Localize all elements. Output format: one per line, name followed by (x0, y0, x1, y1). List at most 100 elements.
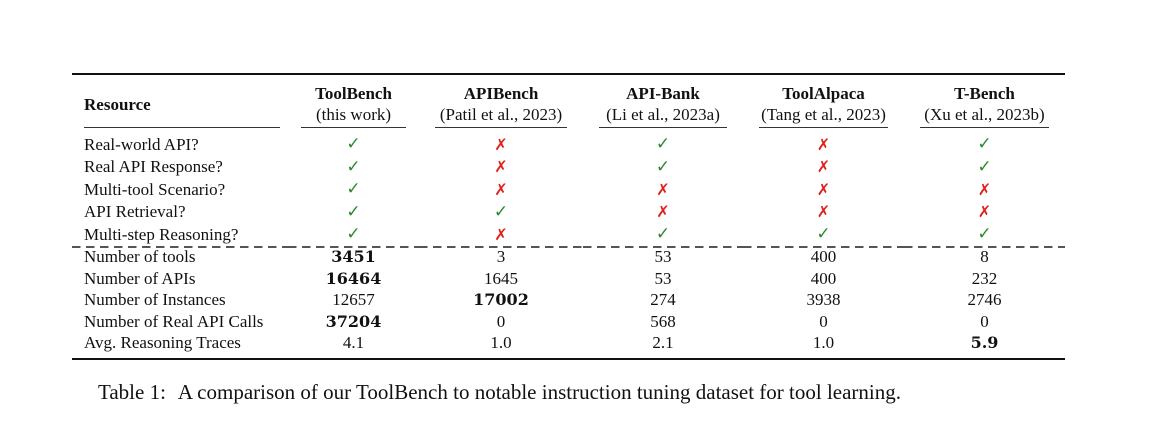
row-label: Number of tools (72, 245, 288, 268)
check-icon: ✓ (655, 224, 671, 245)
table-cell: ✓ (288, 178, 419, 201)
check-icon: ✓ (655, 134, 671, 154)
header-tbench: T-Bench (Xu et al., 2023b) (904, 74, 1065, 128)
check-icon: ✓ (346, 156, 361, 177)
table-cell: ✓ (743, 223, 904, 246)
table-cell: ✓ (904, 223, 1065, 246)
header-apibench: APIBench (Patil et al., 2023) (419, 74, 583, 128)
caption-text: A comparison of our ToolBench to notable… (177, 380, 902, 404)
table-cell: ✓ (583, 128, 743, 156)
table-cell: ✗ (743, 128, 904, 156)
table-cell: ✗ (419, 156, 583, 179)
table-cell: ✗ (743, 201, 904, 224)
check-icon: ✓ (977, 156, 992, 177)
table-cell: ✗ (583, 201, 743, 224)
header-apibench-name: APIBench (463, 84, 539, 103)
table-cell: 400 (810, 268, 837, 288)
table-cell: ✓ (904, 156, 1065, 179)
table-cell: 16464 (325, 268, 382, 288)
table-cell: 3938 (806, 290, 841, 310)
header-toolalpaca-name: ToolAlpaca (782, 84, 865, 103)
table-cell: 8 (904, 245, 1065, 268)
header-toolalpaca: ToolAlpaca (Tang et al., 2023) (743, 74, 904, 128)
cross-icon: ✗ (494, 224, 508, 244)
table-cell: 3 (419, 245, 583, 268)
check-icon: ✓ (346, 134, 361, 154)
check-icon: ✓ (346, 201, 361, 222)
header-tbench-citation: (Xu et al., 2023b) (924, 105, 1045, 124)
header-resource-label: Resource (84, 94, 151, 114)
header-apibank-citation: (Li et al., 2023a) (606, 105, 720, 124)
table-cell: 2.1 (652, 333, 674, 353)
table-cell: ✓ (583, 156, 743, 179)
table-cell: 274 (650, 290, 676, 310)
row-label: Number of Instances (84, 290, 226, 310)
table-cell: ✓ (583, 223, 743, 246)
check-icon: ✓ (977, 224, 992, 245)
table-cell: ✓ (288, 223, 419, 246)
table-row: API Retrieval? ✓ ✓ ✗ ✗ ✗ (72, 201, 1065, 224)
table-row: Number of APIs 16464 1645 53 400 232 (72, 268, 1065, 290)
table-row: Multi-tool Scenario?✓✗✗✗✗ (72, 178, 1065, 201)
table-caption: Table 1:A comparison of our ToolBench to… (98, 380, 901, 405)
cross-icon: ✗ (816, 134, 831, 154)
table-cell: ✓ (419, 201, 583, 224)
check-icon: ✓ (655, 156, 671, 177)
table-row: Number of Instances 12657 17002 274 3938 2746 (72, 289, 1065, 311)
table-cell: ✓ (904, 128, 1065, 156)
row-label: Avg. Reasoning Traces (84, 333, 241, 353)
table-row: Multi-step Reasoning? ✓ ✗ ✓ ✓ ✓ (72, 223, 1065, 246)
table-cell: ✗ (743, 178, 904, 201)
table-cell: ✗ (583, 178, 743, 201)
header-apibench-citation: (Patil et al., 2023) (439, 105, 563, 124)
header-toolalpaca-citation: (Tang et al., 2023) (761, 105, 886, 124)
table-cell: 53 (583, 245, 743, 268)
table-cell: ✓ (288, 156, 419, 179)
table-cell: 17002 (473, 290, 529, 310)
table-cell: 2746 (967, 290, 1002, 310)
row-label: Multi-step Reasoning? (84, 224, 239, 244)
table-row: Real API Response?✓✗✓✗✓ (72, 156, 1065, 179)
table-cell: 12657 (332, 290, 375, 310)
header-apibank-name: API-Bank (626, 84, 700, 103)
table-cell: 0 (496, 311, 506, 331)
header-resource: Resource (72, 74, 288, 128)
comparison-table-wrapper: Resource ToolBench (this work) APIBench … (72, 73, 1065, 360)
check-icon: ✓ (493, 201, 509, 222)
table-cell: 1645 (484, 268, 518, 288)
cross-icon: ✗ (494, 179, 508, 199)
comparison-table: Resource ToolBench (this work) APIBench … (72, 73, 1065, 360)
cross-icon: ✗ (977, 179, 992, 199)
table-cell: ✗ (743, 156, 904, 179)
cross-icon: ✗ (494, 157, 508, 177)
table-cell: 568 (650, 311, 676, 331)
check-icon: ✓ (346, 224, 361, 245)
table-cell: ✗ (419, 178, 583, 201)
table-cell: ✗ (419, 128, 583, 156)
table-cell: 3451 (288, 245, 419, 268)
table-cell: 1.0 (812, 333, 835, 353)
table-cell: 5.9 (970, 333, 999, 353)
row-label: API Retrieval? (84, 202, 186, 222)
cross-icon: ✗ (494, 134, 508, 154)
cross-icon: ✗ (656, 202, 670, 222)
row-label: Number of Real API Calls (84, 311, 264, 331)
cross-icon: ✗ (816, 202, 831, 222)
table-cell: 0 (819, 311, 828, 331)
check-icon: ✓ (816, 224, 831, 245)
cross-icon: ✗ (977, 202, 992, 222)
table-body: Real-world API?✓✗✓✗✓Real API Response?✓✗… (72, 128, 1065, 359)
table-cell: 232 (971, 268, 998, 288)
header-toolbench-name: ToolBench (315, 84, 392, 103)
table-cell: 1.0 (490, 333, 512, 353)
row-label: Number of APIs (84, 268, 196, 288)
table-cell: ✓ (288, 128, 419, 156)
table-cell: 37204 (325, 311, 382, 331)
table-cell: ✗ (419, 223, 583, 246)
table-cell: 53 (654, 268, 672, 288)
table-cell: ✗ (904, 178, 1065, 201)
table-cell: ✗ (904, 201, 1065, 224)
